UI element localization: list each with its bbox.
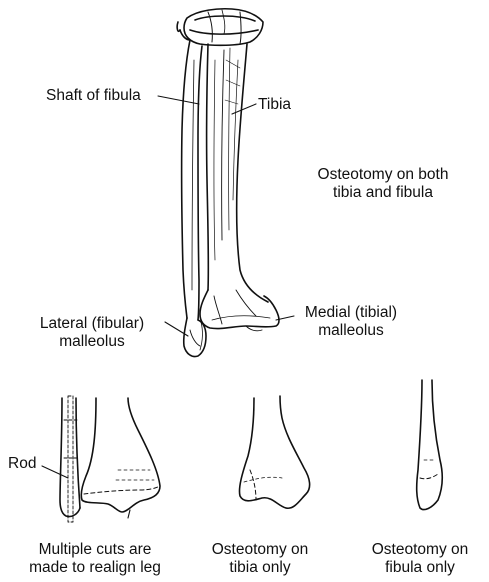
caption-fibula-only: Osteotomy on fibula only [356, 541, 484, 577]
tibia-only-drawing [239, 396, 309, 508]
leader-rod [42, 466, 68, 478]
fibula-only-drawing [417, 380, 442, 510]
multiple-cuts-drawing [42, 396, 160, 522]
label-medial-malleolus-line1: Medial (tibial) [286, 304, 416, 322]
label-osteotomy-both-line2: tibia and fibula [288, 184, 478, 202]
distal-fibula [184, 318, 206, 357]
caption-multiple-cuts: Multiple cuts are made to realign leg [2, 541, 188, 577]
caption-multiple-cuts-line1: Multiple cuts are [2, 541, 188, 559]
caption-fibula-only-line1: Osteotomy on [356, 541, 484, 559]
distal-tibia [200, 290, 279, 331]
label-lateral-malleolus-line2: malleolus [16, 333, 168, 351]
label-tibia: Tibia [258, 96, 291, 114]
caption-multiple-cuts-line2: made to realign leg [2, 559, 188, 577]
caption-tibia-only-line1: Osteotomy on [196, 541, 324, 559]
tibia-plateau [184, 9, 263, 46]
label-medial-malleolus: Medial (tibial) malleolus [286, 304, 416, 340]
leader-shaft-of-fibula [158, 96, 199, 104]
caption-tibia-only-line2: tibia only [196, 559, 324, 577]
tibia-shaft [207, 44, 268, 302]
label-osteotomy-both: Osteotomy on both tibia and fibula [288, 166, 478, 202]
label-lateral-malleolus: Lateral (fibular) malleolus [16, 315, 168, 351]
caption-fibula-only-line2: fibula only [356, 559, 484, 577]
label-osteotomy-both-line1: Osteotomy on both [288, 166, 478, 184]
fibula-shaft [177, 22, 202, 320]
label-shaft-of-fibula: Shaft of fibula [46, 87, 141, 105]
label-rod: Rod [8, 455, 36, 473]
intramedullary-rod [68, 396, 73, 522]
label-lateral-malleolus-line1: Lateral (fibular) [16, 315, 168, 333]
main-leg-drawing [158, 9, 294, 357]
caption-tibia-only: Osteotomy on tibia only [196, 541, 324, 577]
label-medial-malleolus-line2: malleolus [286, 322, 416, 340]
